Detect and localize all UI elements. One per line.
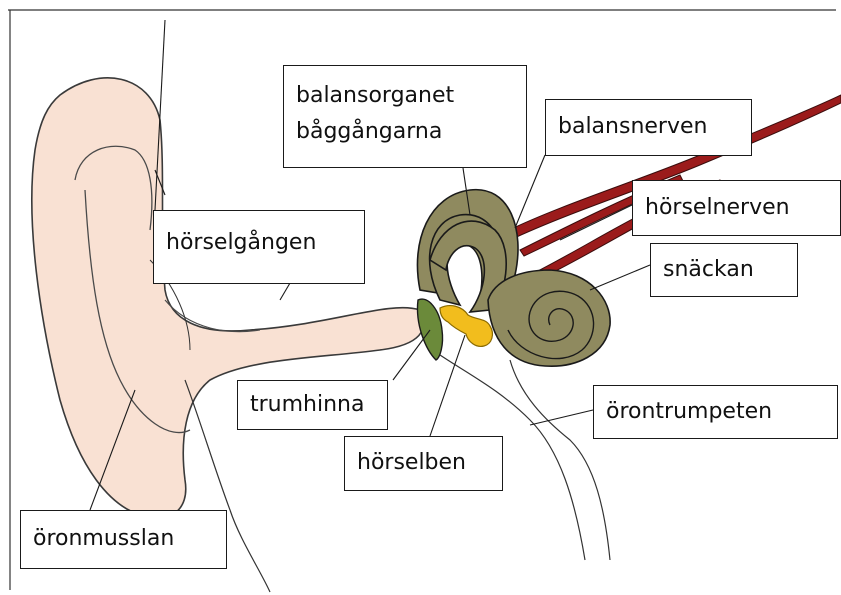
- eardrum: [417, 299, 442, 360]
- label-oronmusslan-text: öronmusslan: [33, 525, 214, 553]
- label-auricle: öronmusslan: [20, 510, 227, 569]
- label-balansnerven-text: balansnerven: [558, 113, 739, 141]
- label-balance-organ: balansorganet båggångarna: [283, 65, 527, 168]
- label-horselnerven-text: hörselnerven: [645, 194, 828, 222]
- label-trumhinna-text: trumhinna: [250, 391, 375, 419]
- label-orontrumpeten-text: örontrumpeten: [606, 398, 825, 426]
- label-cochlea: snäckan: [650, 243, 798, 297]
- label-horselgangen-text: hörselgången: [166, 229, 352, 257]
- label-vestibular-nerve: balansnerven: [545, 99, 752, 156]
- ossicles: [440, 306, 492, 347]
- label-ossicles: hörselben: [344, 436, 503, 491]
- label-ear-canal: hörselgången: [153, 210, 365, 284]
- label-balansorganet-text: balansorganet: [296, 78, 514, 114]
- label-cochlear-nerve: hörselnerven: [632, 180, 841, 236]
- label-eardrum: trumhinna: [237, 380, 388, 430]
- cochlea: [488, 270, 610, 366]
- label-eustachian-tube: örontrumpeten: [593, 385, 838, 439]
- label-snackan-text: snäckan: [663, 256, 785, 284]
- label-horselben-text: hörselben: [357, 449, 490, 477]
- label-baggangarna-text: båggångarna: [296, 114, 514, 150]
